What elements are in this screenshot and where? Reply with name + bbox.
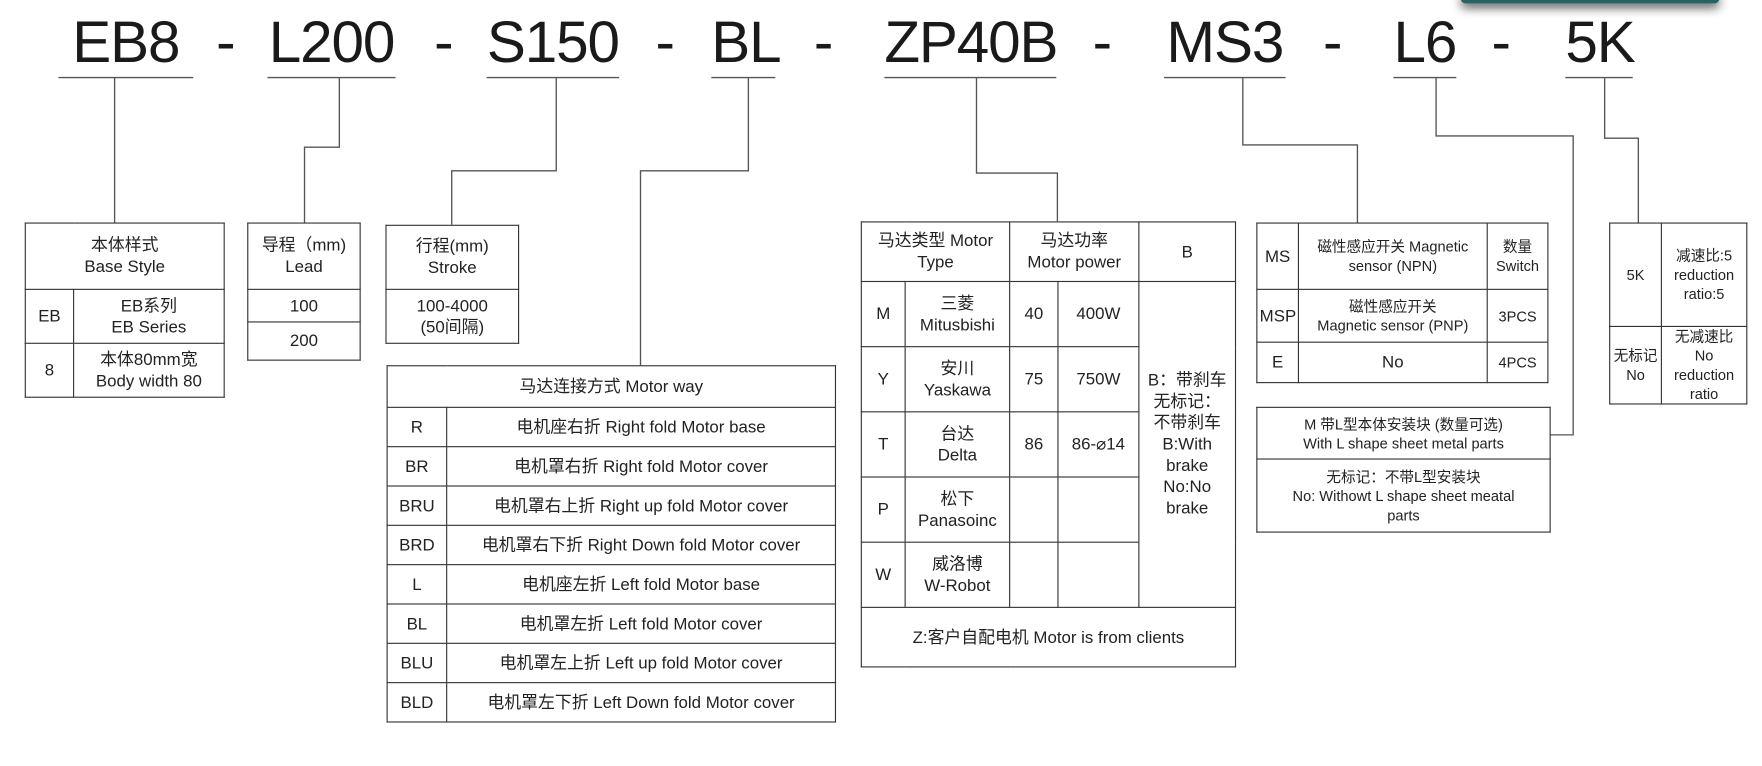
motor-power <box>1057 476 1140 543</box>
motor-brand: 威洛博 W-Robot <box>904 541 1011 608</box>
motor-table: 马达类型 Motor Type 马达功率 Motor power B M 三菱 … <box>860 221 1237 668</box>
motor-code: M <box>860 280 906 348</box>
connector-stroke <box>451 77 557 225</box>
base-desc: 本体80mm宽 Body width 80 <box>73 342 225 398</box>
motor-way-desc: 电机罩左上折 Left up fold Motor cover <box>446 642 837 684</box>
lead-header: 导程（mm) Lead <box>247 222 361 290</box>
sensor-code: E <box>1256 341 1299 384</box>
motor-footer: Z:客户自配电机 Motor is from clients <box>860 606 1237 668</box>
code-segment-sensor: MS3 <box>1166 10 1284 76</box>
motor-brand: 安川 Yaskawa <box>904 346 1011 413</box>
code-separator: - <box>813 10 834 76</box>
motor-way-code: BRD <box>386 524 448 566</box>
sensor-qty: 3PCS <box>1486 288 1549 343</box>
motor-way-code: BL <box>386 603 448 644</box>
code-segment-base: EB8 <box>72 10 180 76</box>
connector-l-block <box>1435 77 1574 436</box>
motor-size: 75 <box>1009 346 1059 413</box>
sensor-desc: No <box>1297 341 1488 384</box>
motor-way-code: BR <box>386 446 448 487</box>
motor-way-desc: 电机座右折 Right fold Motor base <box>446 406 837 448</box>
base-desc: EB系列 EB Series <box>73 288 225 344</box>
motor-type-header: 马达类型 Motor Type <box>860 221 1011 283</box>
base-code: EB <box>24 288 75 344</box>
motor-way-code: BLD <box>386 682 448 723</box>
sensor-qty: 数量 Switch <box>1486 222 1549 290</box>
lead-value: 200 <box>247 321 361 361</box>
motor-power: 86-⌀14 <box>1057 411 1140 478</box>
stroke-header: 行程(mm) Stroke <box>385 224 520 290</box>
sensor-qty: 4PCS <box>1486 341 1549 384</box>
reduction-code: 无标记 No <box>1609 325 1662 405</box>
code-segment-stroke: S150 <box>486 10 620 76</box>
motor-code: P <box>860 476 906 543</box>
motor-power: 750W <box>1057 346 1140 413</box>
motor-power-header: 马达功率 Motor power <box>1009 221 1140 283</box>
base-code: 8 <box>24 342 75 398</box>
sensor-desc: 磁性感应开关 Magnetic sensor (PNP) <box>1297 288 1488 343</box>
motor-brand: 台达 Delta <box>904 411 1011 478</box>
code-separator: - <box>434 10 454 76</box>
connector-lead <box>303 77 341 223</box>
connector-motor-way <box>639 77 750 366</box>
connector-motor <box>975 77 1059 222</box>
reduction-desc: 无减速比 No reduction ratio <box>1660 325 1748 405</box>
motor-size <box>1009 476 1059 543</box>
connector-reduction <box>1603 77 1640 223</box>
code-segment-motor: ZP40B <box>884 10 1058 76</box>
reduction-code: 5K <box>1609 222 1662 327</box>
motor-way-code: L <box>386 564 448 605</box>
lead-value: 100 <box>247 288 361 323</box>
sensor-desc: 磁性感应开关 Magnetic sensor (NPN) <box>1297 222 1488 290</box>
motor-code: Y <box>860 346 906 413</box>
motor-way-desc: 电机罩左下折 Left Down fold Motor cover <box>446 682 837 723</box>
motor-way-header: 马达连接方式 Motor way <box>386 365 837 408</box>
stroke-value: 100-4000 (50间隔) <box>385 288 520 344</box>
stroke-table: 行程(mm) Stroke 100-4000 (50间隔) <box>385 224 520 344</box>
motor-way-desc: 电机罩左折 Left fold Motor cover <box>446 603 837 644</box>
motor-way-code: BRU <box>386 485 448 526</box>
sensor-code: MSP <box>1256 288 1299 343</box>
motor-way-desc: 电机罩右上折 Right up fold Motor cover <box>446 485 837 526</box>
motor-way-code: BLU <box>386 642 448 684</box>
motor-power: 400W <box>1057 280 1140 348</box>
motor-brand: 三菱 Mitusbishi <box>904 280 1011 348</box>
motor-way-desc: 电机罩右下折 Right Down fold Motor cover <box>446 524 837 566</box>
code-separator: - <box>1322 10 1343 76</box>
l-block-table: M 带L型本体安装块 (数量可选) With L shape sheet met… <box>1256 406 1551 533</box>
sensor-code: MS <box>1256 222 1299 290</box>
motor-size: 86 <box>1009 411 1059 478</box>
code-separator: - <box>1491 10 1511 76</box>
base-style-header: 本体样式 Base Style <box>24 222 225 290</box>
code-separator: - <box>1092 10 1113 76</box>
motor-way-code: R <box>386 406 448 448</box>
motor-brake-desc: B：带刹车 无标记： 不带刹车 B:With brake No:No brake <box>1138 280 1237 608</box>
code-segment-l-block: L6 <box>1393 10 1457 76</box>
motor-code: W <box>860 541 906 608</box>
motor-brake-header: B <box>1138 221 1237 283</box>
motor-power <box>1057 541 1140 608</box>
connector-sensor <box>1242 77 1359 223</box>
motor-code: T <box>860 411 906 478</box>
reduction-desc: 减速比:5 reduction ratio:5 <box>1660 222 1748 327</box>
code-segment-lead: L200 <box>268 10 396 76</box>
motor-size: 40 <box>1009 280 1059 348</box>
lead-table: 导程（mm) Lead 100 200 <box>247 222 361 361</box>
motor-way-desc: 电机座左折 Left fold Motor base <box>446 564 837 605</box>
motor-size <box>1009 541 1059 608</box>
motor-brand: 松下 Panasoinc <box>904 476 1011 543</box>
code-segment-reduction: 5K <box>1565 10 1635 76</box>
l-block-with: M 带L型本体安装块 (数量可选) With L shape sheet met… <box>1256 406 1551 460</box>
code-separator: - <box>655 10 675 76</box>
window-edge <box>1460 0 1720 4</box>
code-separator: - <box>216 10 236 76</box>
code-segment-motor-way: BL <box>711 10 781 76</box>
motor-way-desc: 电机罩右折 Right fold Motor cover <box>446 446 837 487</box>
l-block-without: 无标记：不带L型安装块 No: Withowt L shape sheet me… <box>1256 458 1551 533</box>
